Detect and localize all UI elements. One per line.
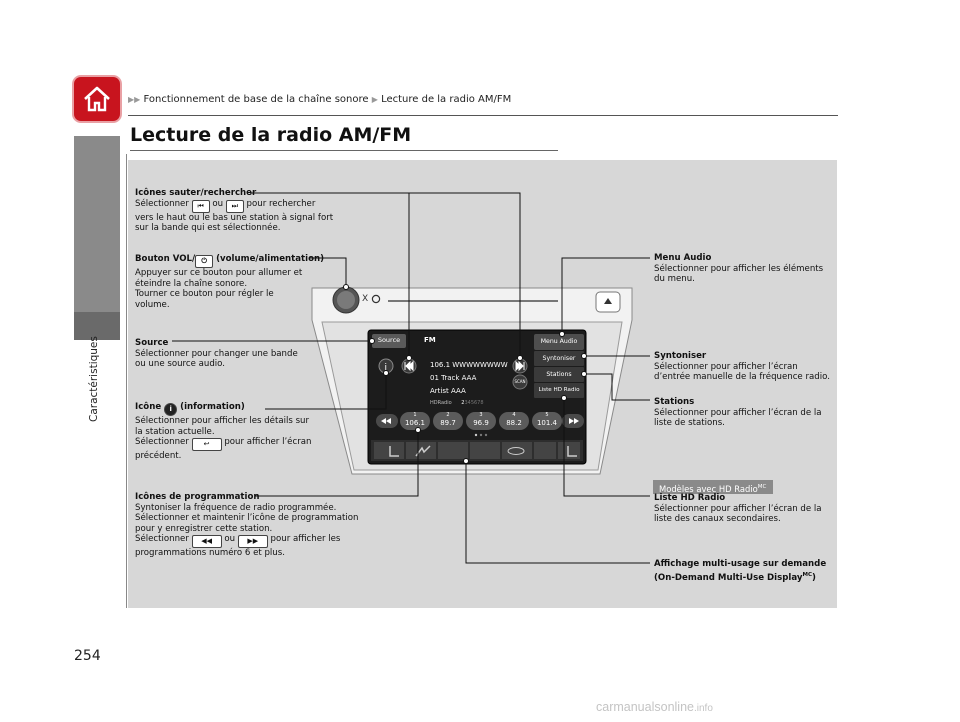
skip-forward-icon: ⏭ [225, 199, 244, 213]
info-icon: i [164, 403, 178, 416]
screen-stations[interactable]: Stations [546, 371, 572, 378]
touchscreen [367, 329, 587, 465]
annotation-skip-title: Icônes sauter/rechercher [135, 188, 257, 198]
annotation-odmd: Affichage multi-usage sur demande (On-De… [654, 559, 827, 583]
source-button [372, 334, 406, 348]
annotation-presets: Icônes de programmation Syntoniser la fr… [135, 492, 359, 558]
page-number: 254 [74, 648, 101, 664]
syntoniser-button [534, 351, 584, 366]
liste-hd-button [534, 383, 584, 398]
home-button[interactable] [74, 77, 120, 121]
screen-source-label[interactable]: Source [377, 336, 401, 344]
rewind-icon: ◀◀ [191, 535, 222, 548]
breadcrumb-link-audio-basics[interactable]: Fonctionnement de base de la chaîne sono… [143, 94, 369, 105]
screen-scan[interactable]: SCAN [514, 379, 526, 384]
preset-button-1 [400, 412, 430, 430]
annotation-skip: Icônes sauter/rechercher Sélectionner ⏮ … [135, 188, 334, 233]
preset-button-2 [433, 412, 463, 430]
screen-liste-hd[interactable]: Liste HD Radio [538, 387, 580, 393]
header-rule [128, 115, 838, 116]
callout-lines [172, 192, 650, 564]
screen-hd-channels-dim: 345678 [464, 400, 484, 406]
hd-models-badge: Modèles avec HD RadioMC [653, 480, 773, 494]
breadcrumb-current: Lecture de la radio AM/FM [381, 94, 512, 105]
callout-dots [343, 284, 587, 464]
preset-button-5 [532, 412, 562, 430]
screen-hd-label: HDRadio [430, 400, 452, 406]
screen-menu-audio[interactable]: Menu Audio [540, 338, 578, 345]
annotation-stations: Stations Sélectionner pour afficher l’éc… [654, 397, 822, 428]
screen-band-label: FM [424, 336, 436, 344]
preset-button-4 [499, 412, 529, 430]
breadcrumb-arrow-icon: ▶ [371, 95, 378, 104]
annotation-menu-audio: Menu Audio Sélectionner pour afficher le… [654, 253, 824, 284]
title-rule [130, 150, 558, 151]
scan-button [512, 374, 528, 390]
screen-artist: Artist AAA [430, 387, 466, 395]
screen-hd-channel: 2 [461, 400, 465, 406]
breadcrumb-arrow-icon: ▶▶ [128, 95, 141, 104]
annotation-volume: Bouton VOL/⏻ (volume/alimentation) Appuy… [135, 254, 325, 310]
sidebar-tab [74, 136, 120, 312]
skip-forward-icon [515, 360, 525, 372]
screen-track: 01 Track AAA [430, 374, 477, 382]
sidebar-divider [126, 154, 127, 608]
bottom-car [502, 442, 532, 459]
annotation-hd-list: Liste HD Radio Sélectionner pour affiche… [654, 493, 822, 524]
preset-button-3 [466, 412, 496, 430]
page-title: Lecture de la radio AM/FM [130, 124, 412, 146]
menu-audio-button [534, 334, 584, 350]
home-icon [84, 86, 110, 112]
annotation-syntoniser: Syntoniser Sélectionner pour afficher l’… [654, 351, 830, 382]
skip-back-icon: ⏮ [191, 199, 210, 213]
annotation-source: Source Sélectionner pour changer une ban… [135, 338, 298, 369]
cd-slot [388, 300, 558, 302]
power-icon: ⏻ [195, 255, 214, 268]
screen-hd-row: HDRadio 2345678 [430, 400, 484, 406]
bottom-slot3 [438, 442, 468, 459]
annotation-info: Icône i (information) Sélectionner pour … [135, 402, 312, 461]
sidebar-tab-active [74, 312, 120, 340]
screen-syntoniser[interactable]: Syntoniser [542, 355, 576, 362]
preset-prev-icon [381, 418, 391, 424]
preset-buttons [400, 412, 562, 430]
screen-station: 106.1 WWWWWWWW [430, 361, 508, 369]
stations-button [534, 367, 584, 382]
bottom-slot6 [534, 442, 556, 459]
watermark: carmanualsonline.info [596, 700, 713, 714]
bottom-seat-left [374, 442, 404, 459]
bottom-slot4 [470, 442, 500, 459]
breadcrumb: ▶▶ Fonctionnement de base de la chaîne s… [128, 94, 511, 105]
skip-back-icon [404, 360, 414, 372]
eject-icon [604, 298, 612, 304]
x-power-icon: X [362, 294, 368, 304]
back-icon: ↩ [191, 438, 222, 451]
svg-text:i: i [385, 363, 388, 373]
preset-next-icon [569, 418, 579, 424]
fast-forward-icon: ▶▶ [237, 535, 268, 548]
